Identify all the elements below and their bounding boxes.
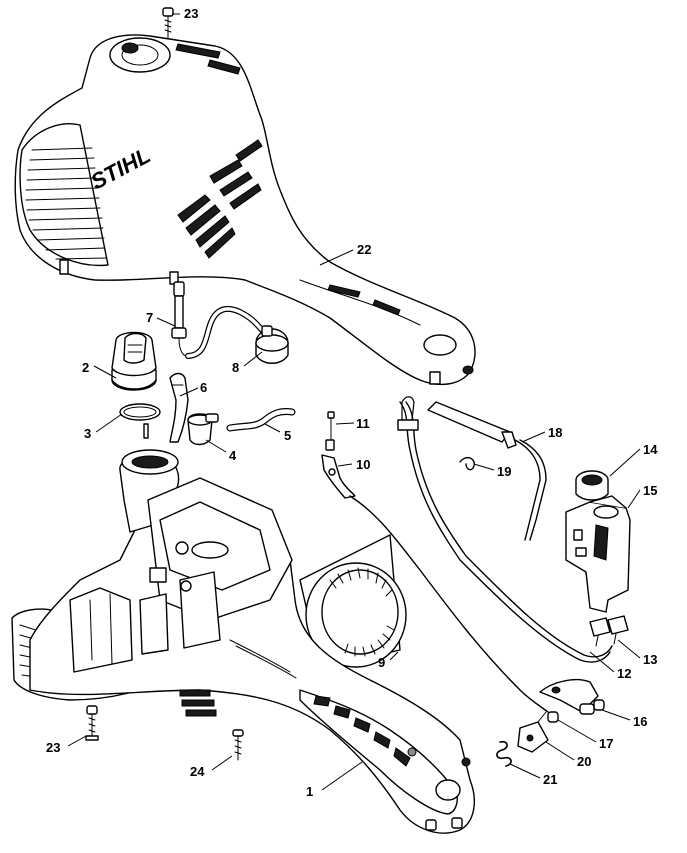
callout-labels: 23 22 7 8 2 6 3 4 5 11 10 18 19 14 15 9 … — [46, 6, 658, 799]
part-13-connectors — [589, 615, 629, 647]
callout-7: 7 — [146, 310, 153, 325]
callout-5: 5 — [284, 428, 291, 443]
part-6-hose — [169, 372, 189, 443]
callout-22: 22 — [357, 242, 371, 257]
callout-13: 13 — [643, 652, 657, 667]
leader-lines — [67, 13, 641, 791]
callout-16: 16 — [633, 714, 647, 729]
callout-23-top: 23 — [184, 6, 198, 21]
part-15-trigger-housing — [565, 495, 631, 613]
part-3-o-ring — [119, 403, 161, 439]
part-7-fitting — [171, 281, 191, 359]
callout-19: 19 — [497, 464, 511, 479]
left-grille-slots — [25, 147, 107, 260]
callout-15: 15 — [643, 483, 657, 498]
callout-2: 2 — [82, 360, 89, 375]
lower-housing-vents — [179, 689, 217, 717]
callout-9: 9 — [378, 655, 385, 670]
right-vents — [175, 43, 263, 259]
callout-8: 8 — [232, 360, 239, 375]
callout-12: 12 — [617, 666, 631, 681]
part-11-screw — [325, 411, 335, 451]
callout-14: 14 — [643, 442, 658, 457]
part-21-spring — [496, 740, 512, 767]
part-20-trigger — [517, 711, 549, 753]
callout-1: 1 — [306, 784, 313, 799]
callout-23-bottom: 23 — [46, 740, 60, 755]
part-9-intake-ring — [299, 534, 407, 669]
callout-24: 24 — [190, 764, 205, 779]
part-23-lower-screw — [85, 705, 99, 741]
part-5-bent-hose — [226, 408, 296, 432]
callout-17: 17 — [599, 736, 613, 751]
throttle-cables — [349, 396, 613, 713]
callout-3: 3 — [84, 426, 91, 441]
part-17-bushing — [547, 711, 559, 723]
part-18-throttle-rod — [427, 401, 547, 541]
part-1-lower-housing — [11, 449, 476, 834]
callout-20: 20 — [577, 754, 591, 769]
callout-10: 10 — [356, 457, 370, 472]
handle-channel-slots — [313, 695, 411, 767]
callout-4: 4 — [229, 448, 237, 463]
part-4-valve — [187, 413, 219, 446]
fuel-hose — [185, 305, 265, 359]
part-2-fuel-cap — [111, 331, 157, 391]
part-24-screw — [232, 729, 244, 761]
callout-6: 6 — [200, 380, 207, 395]
callout-11: 11 — [356, 416, 370, 431]
part-14-switch — [575, 470, 609, 501]
part-16-lever — [539, 678, 605, 715]
part-23-top-screw — [162, 7, 174, 39]
part-22-shroud: STIHL — [14, 34, 476, 386]
callout-18: 18 — [548, 425, 562, 440]
part-10-cable-connector — [321, 454, 356, 499]
callout-21: 21 — [543, 772, 557, 787]
part-8-fuel-filter — [255, 325, 289, 364]
intake-ring-slots — [329, 567, 395, 657]
part-19-clip — [459, 456, 475, 471]
